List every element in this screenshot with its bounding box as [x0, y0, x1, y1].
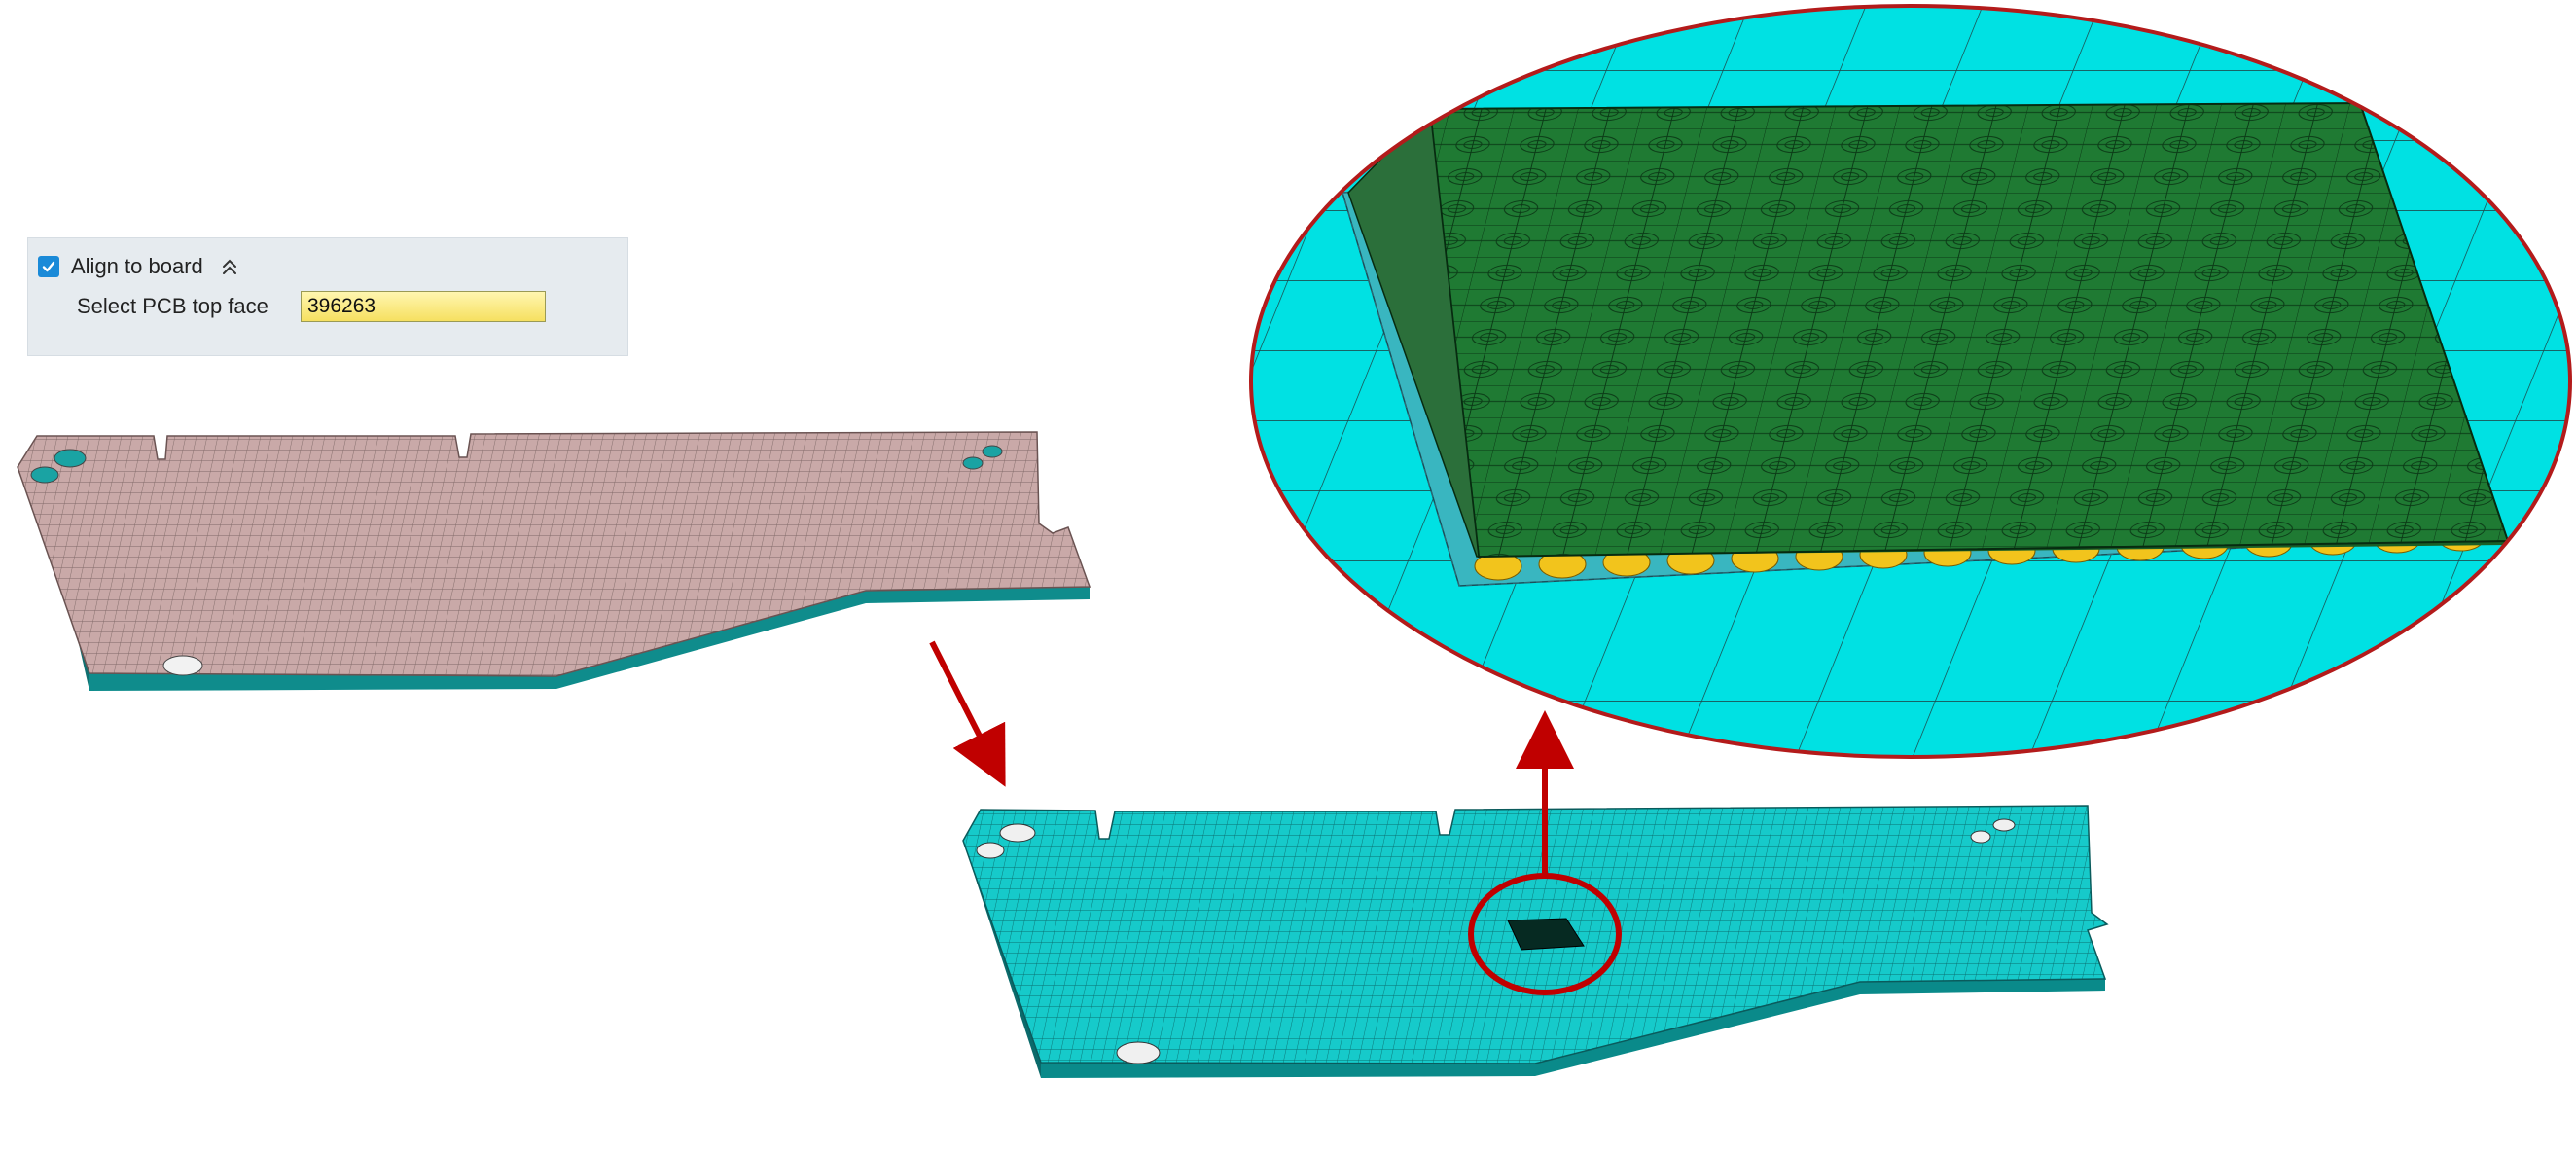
align-to-board-row: Align to board	[38, 250, 238, 283]
align-panel: Align to board Select PCB top face	[27, 237, 628, 356]
zoom-inset	[1249, 4, 2572, 759]
align-to-board-label: Align to board	[71, 254, 203, 278]
select-pcb-top-face-row: Select PCB top face	[77, 289, 546, 324]
double-chevron-up-icon[interactable]	[221, 257, 238, 276]
original-board	[17, 431, 1091, 691]
align-to-board-checkbox[interactable]	[38, 256, 59, 277]
pcb-top-face-input[interactable]	[301, 291, 546, 322]
checkbox-checked-icon	[42, 261, 55, 272]
aligned-board	[962, 805, 2109, 1078]
bga-component	[1507, 918, 1585, 951]
transform-arrow	[929, 640, 1006, 787]
select-pcb-top-face-label: Select PCB top face	[77, 294, 268, 318]
